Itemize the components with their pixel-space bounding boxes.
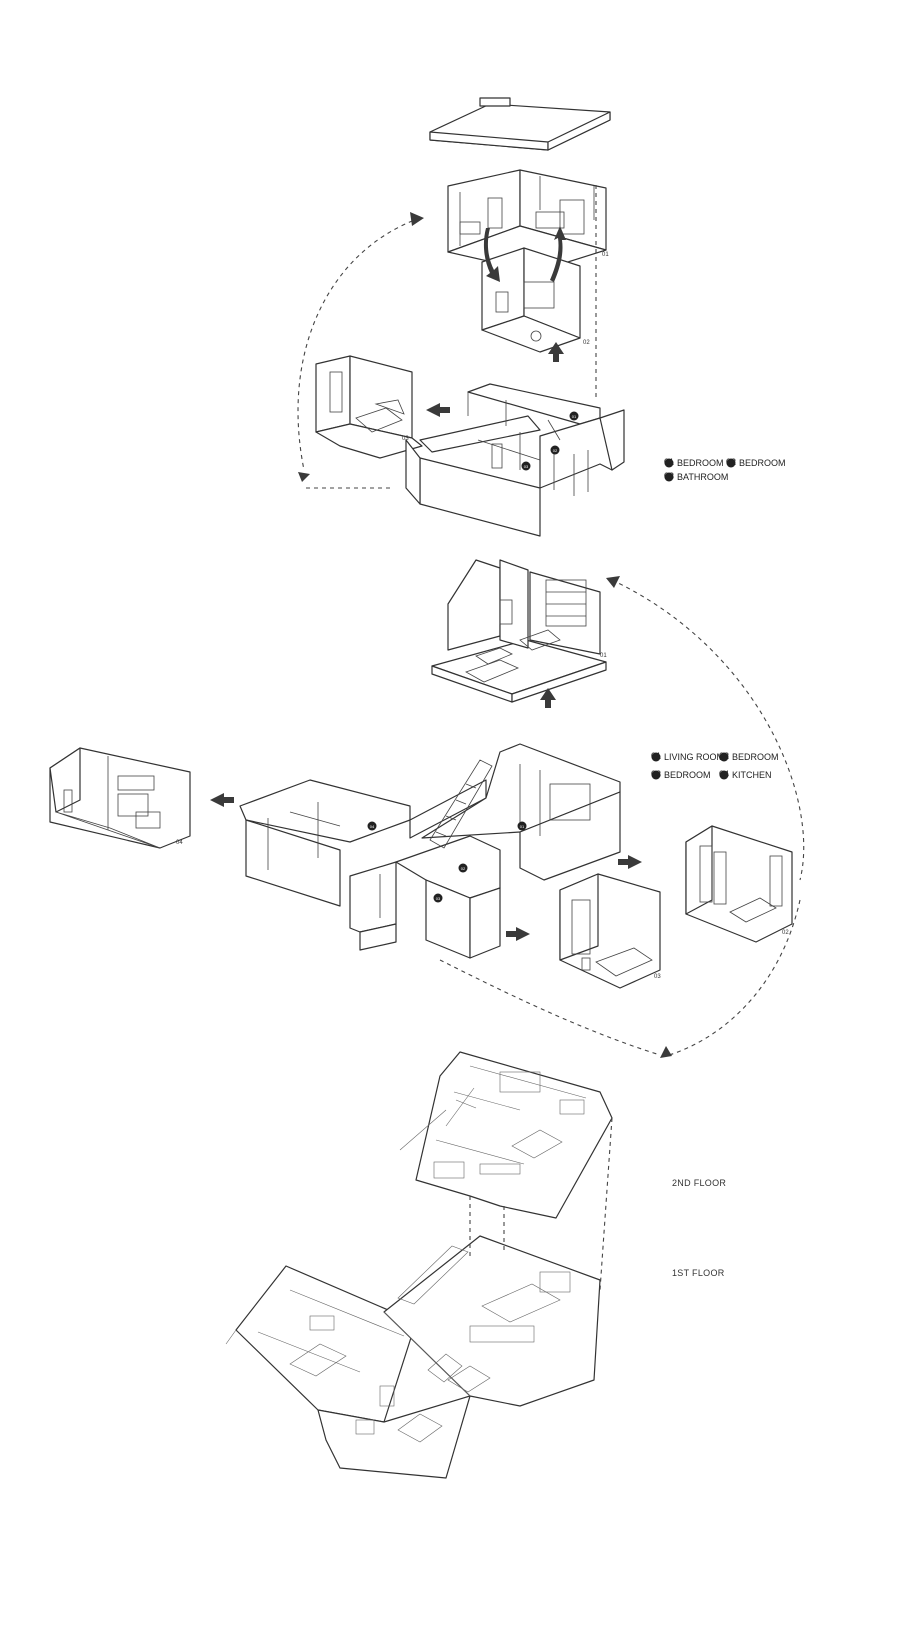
module-lower-bedroom-03: [559, 873, 661, 989]
label-1st-floor: 1ST FLOOR: [672, 1268, 725, 1278]
module-living-room: [431, 559, 607, 703]
svg-text:LIVING ROOM: LIVING ROOM: [664, 752, 724, 762]
tag-upper-02: 02: [583, 340, 590, 346]
marker-lower-03: [433, 893, 443, 903]
marker-upper-03: [521, 461, 531, 471]
svg-text:02: 02: [553, 448, 558, 453]
svg-text:BATHROOM: BATHROOM: [677, 472, 728, 482]
marker-lower-02: [458, 863, 468, 873]
legend-item-lower-04: 04 KITCHEN: [719, 769, 772, 780]
upper-arrows: [298, 212, 566, 482]
svg-text:BEDROOM: BEDROOM: [739, 458, 786, 468]
upper-dashed-paths: [297, 185, 597, 489]
legend-item-lower-03: 03 BEDROOM: [651, 769, 711, 780]
module-kitchen: [49, 747, 191, 849]
svg-text:BEDROOM: BEDROOM: [732, 752, 779, 762]
marker-lower-04: [367, 821, 377, 831]
legend-lower: 01 LIVING ROOM 02 BEDROOM 03 BEDROOM 04 …: [651, 751, 779, 780]
svg-text:BEDROOM: BEDROOM: [664, 770, 711, 780]
svg-text:02: 02: [719, 751, 729, 761]
marker-upper-02: [550, 445, 560, 455]
roof-slab: [429, 97, 611, 151]
legend-item-lower-01: 01 LIVING ROOM: [651, 751, 724, 762]
plan-first-floor: [225, 1235, 601, 1479]
module-upper-side-bedroom: [315, 355, 423, 459]
marker-lower-01: [517, 821, 527, 831]
tag-lower-04: 04: [176, 840, 183, 846]
svg-text:03: 03: [651, 769, 661, 779]
legend-upper: 01 BEDROOM 02 BEDROOM 03 BATHROOM: [664, 457, 786, 482]
lower-dashed-paths: [439, 579, 805, 1057]
tag-lower-03: 03: [654, 974, 661, 980]
label-2nd-floor: 2ND FLOOR: [672, 1178, 726, 1188]
lower-arrows: [210, 576, 672, 1058]
tag-upper-03: 03: [402, 436, 409, 442]
svg-text:01: 01: [572, 414, 577, 419]
legend-item-upper-01: 01 BEDROOM: [664, 457, 724, 468]
lower-floor-shell: 04 01 02 03: [239, 743, 621, 959]
svg-text:BEDROOM: BEDROOM: [677, 458, 724, 468]
svg-text:01: 01: [520, 824, 525, 829]
svg-text:01: 01: [664, 457, 674, 467]
module-upper-bathroom: [481, 247, 581, 353]
svg-text:02: 02: [461, 866, 466, 871]
svg-text:KITCHEN: KITCHEN: [732, 770, 772, 780]
tag-lower-01: 01: [600, 653, 607, 659]
plan-second-floor: [399, 1051, 613, 1219]
svg-text:01: 01: [651, 751, 661, 761]
svg-text:03: 03: [524, 464, 529, 469]
module-lower-bedroom-02: [685, 825, 793, 943]
svg-text:03: 03: [664, 471, 674, 481]
upper-floor-shell: 01 02 03: [405, 383, 625, 537]
tag-upper-01: 01: [602, 252, 609, 258]
svg-text:02: 02: [726, 457, 736, 467]
legend-item-lower-02: 02 BEDROOM: [719, 751, 779, 762]
legend-item-upper-02: 02 BEDROOM: [726, 457, 786, 468]
tag-lower-02: 02: [782, 930, 789, 936]
plan-projection-lines: [469, 1117, 613, 1291]
svg-text:04: 04: [370, 824, 375, 829]
svg-text:03: 03: [436, 896, 441, 901]
svg-text:04: 04: [719, 769, 729, 779]
legend-item-upper-03: 03 BATHROOM: [664, 471, 728, 482]
marker-upper-01: [569, 411, 579, 421]
